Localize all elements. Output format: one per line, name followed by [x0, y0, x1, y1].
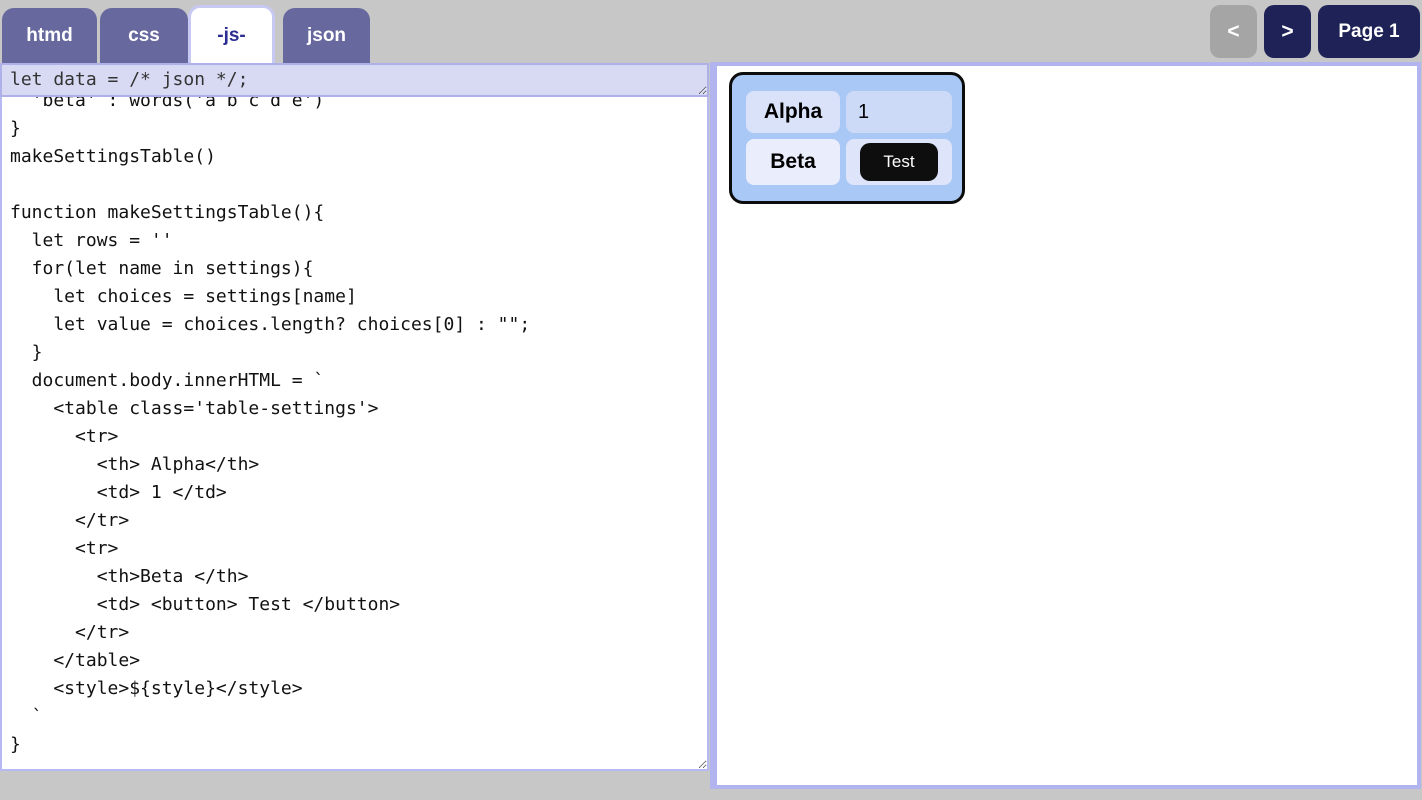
settings-row-alpha-header: Alpha — [746, 91, 840, 133]
preview-panel: Alpha 1 Beta Test — [710, 62, 1421, 789]
tab-bar: htmd css -js- json < > Page 1 — [0, 0, 1422, 64]
settings-row-alpha-value: 1 — [846, 91, 952, 133]
json-data-textarea[interactable]: let data = /* json */; — [0, 63, 709, 97]
test-button[interactable]: Test — [860, 143, 938, 181]
settings-table: Alpha 1 Beta Test — [746, 91, 962, 185]
js-code-textarea[interactable]: 'beta' : words('a b c d e') } makeSettin… — [0, 97, 709, 771]
next-page-button[interactable]: > — [1264, 5, 1311, 58]
prev-page-button[interactable]: < — [1210, 5, 1257, 58]
tab-json[interactable]: json — [283, 8, 370, 63]
tab-css[interactable]: css — [100, 8, 188, 63]
settings-table-card: Alpha 1 Beta Test — [729, 72, 965, 204]
settings-row-beta-cell: Test — [846, 139, 952, 185]
settings-row-beta-header: Beta — [746, 139, 840, 185]
page-indicator-button[interactable]: Page 1 — [1318, 5, 1420, 58]
tab-js-active[interactable]: -js- — [188, 5, 275, 64]
tab-htmd[interactable]: htmd — [2, 8, 97, 63]
